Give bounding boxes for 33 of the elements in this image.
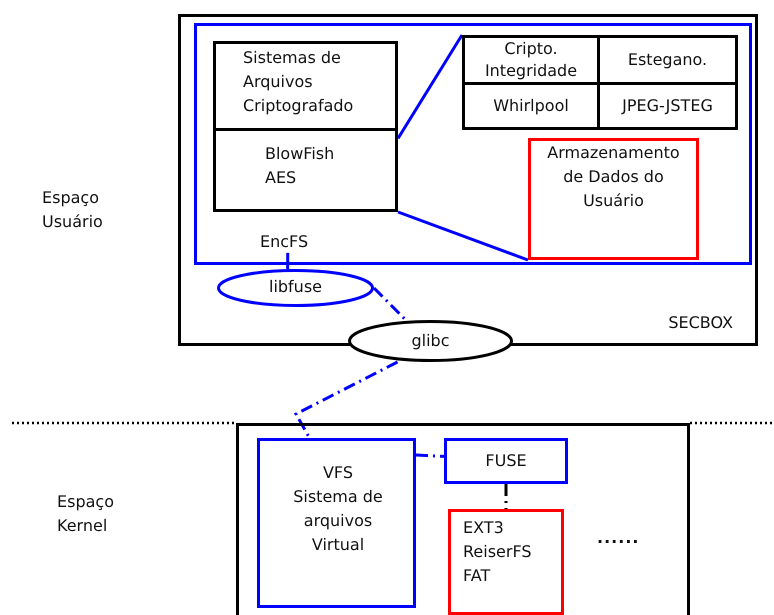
- box-label: Sistemas de Arquivos Criptografado: [243, 47, 354, 117]
- box-label: SECBOX: [668, 312, 733, 334]
- connector-line: [504, 484, 508, 509]
- connector-line: [286, 252, 290, 270]
- box-label: EncFS: [260, 231, 308, 253]
- module-box: [194, 23, 752, 265]
- table: [462, 35, 738, 130]
- table-cell: Estegano.: [600, 38, 735, 85]
- kernel-box: [236, 423, 690, 615]
- library-ellipse: [348, 320, 513, 362]
- box-label: VFS Sistema de arquivos Virtual: [292, 462, 384, 556]
- connector-line: [294, 360, 398, 439]
- box-label: FUSE: [484, 450, 528, 472]
- process-box: [257, 438, 416, 608]
- process-box: [444, 438, 568, 484]
- box-label: EXT3 ReiserFS FAT: [463, 517, 533, 587]
- library-ellipse: [217, 269, 374, 307]
- connector-line: [372, 286, 407, 322]
- box-label: libfuse: [268, 276, 323, 298]
- process-box: [213, 41, 398, 212]
- region-label: Espaço Usuário: [42, 187, 104, 233]
- ellipsis-mark: ......: [597, 527, 640, 549]
- box-label: BlowFish AES: [265, 143, 335, 189]
- table-cell-text: JPEG-JSTEG: [620, 95, 714, 117]
- box-label: Armazenamento de Dados do Usuário: [547, 142, 680, 212]
- storage-box: [448, 509, 564, 615]
- region-label: Espaço Kernel: [57, 491, 115, 537]
- table-cell: Cripto. Integridade: [465, 38, 600, 85]
- connector-line: [416, 454, 444, 458]
- box-label: glibc: [410, 330, 450, 352]
- connector-line: [396, 34, 464, 140]
- table-cell: Whirlpool: [465, 85, 600, 127]
- storage-box: [528, 138, 699, 260]
